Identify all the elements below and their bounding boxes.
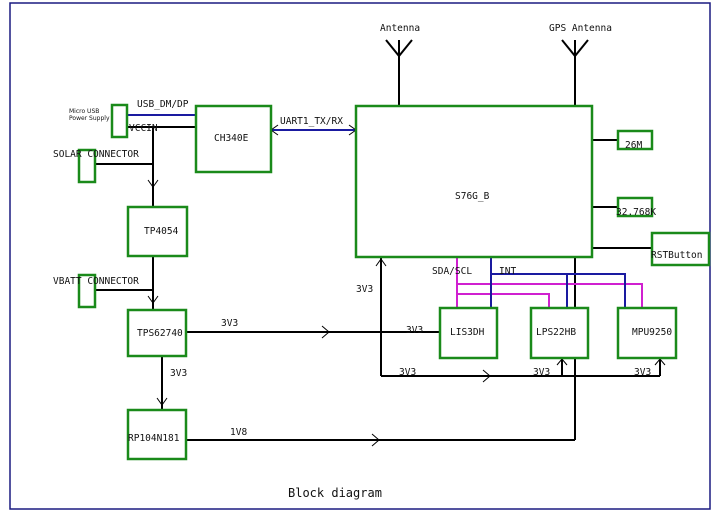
v3v3-lis-in-label: 3V3 (406, 325, 423, 336)
v1v8-arrow (371, 433, 380, 447)
uart-label: UART1_TX/RX (280, 116, 343, 127)
tp4054-label: TP4054 (144, 226, 179, 237)
ch340e-block (194, 104, 273, 174)
solar-connector (77, 148, 97, 184)
ch340e-label: CH340E (214, 133, 249, 144)
v3v3-vert-label: 3V3 (170, 368, 187, 379)
lps22-label: LPS22HB (536, 327, 576, 338)
sda-scl-bus-3 (457, 293, 550, 308)
rst-button-block (650, 231, 711, 267)
tp4054-block (126, 205, 189, 258)
v3v3-s76g-arrow (375, 258, 387, 267)
osc26-block (616, 129, 654, 151)
tp4054-out-arrow (147, 295, 159, 304)
solar-label: SOLAR CONNECTOR (53, 149, 139, 160)
power-rail-arrow (147, 179, 159, 188)
osc26-label: 26M (625, 140, 642, 151)
osc32-block (616, 196, 654, 218)
v3v3-left-label: 3V3 (356, 284, 373, 295)
v3v3-bus-label: 3V3 (399, 367, 416, 378)
antenna-icon (385, 39, 413, 58)
osc32-label: 32.768K (616, 207, 656, 218)
mpu9250-block (616, 306, 678, 360)
vccin-label: VCCIN (129, 123, 158, 134)
usb-label-line2: Power Supply (69, 115, 110, 122)
s76g-label: S76G_B (455, 191, 490, 202)
v1v8-label: 1V8 (230, 427, 247, 438)
rp104-label: RP104N181 (128, 433, 180, 444)
v3v3-down-arrow (156, 397, 168, 406)
gps-antenna-label: GPS Antenna (549, 23, 612, 34)
usb-dm-dp-label: USB_DM/DP (137, 99, 189, 110)
v3v3-bus-arrow (482, 369, 491, 383)
int-label: INT (499, 266, 516, 277)
s76g-block (354, 104, 594, 259)
v3v3-mpu-label: 3V3 (634, 367, 651, 378)
rst-label: RSTButton (651, 250, 702, 261)
gps-antenna-icon (561, 39, 589, 58)
v3v3-main-arrow (321, 325, 330, 339)
lps22-block (529, 306, 590, 360)
antenna-label: Antenna (380, 23, 420, 34)
sda-scl-label: SDA/SCL (432, 266, 472, 277)
lis3dh-block (438, 306, 499, 360)
vbatt-connector (77, 273, 97, 309)
usb-label-line1: Micro USB (69, 108, 99, 115)
tps62740-label: TPS62740 (137, 328, 183, 339)
v3v3-main-label: 3V3 (221, 318, 238, 329)
sda-scl-bus-2 (457, 283, 643, 308)
int-bus-2 (491, 273, 626, 308)
lis3dh-label: LIS3DH (450, 327, 485, 338)
v3v3-lps-label: 3V3 (533, 367, 550, 378)
rp104-block (126, 408, 188, 461)
tps62740-block (126, 308, 188, 358)
diagram-title: Block diagram (288, 486, 382, 500)
mpu9250-label: MPU9250 (632, 327, 672, 338)
usb-connector (110, 103, 129, 139)
vbatt-label: VBATT CONNECTOR (53, 276, 139, 287)
